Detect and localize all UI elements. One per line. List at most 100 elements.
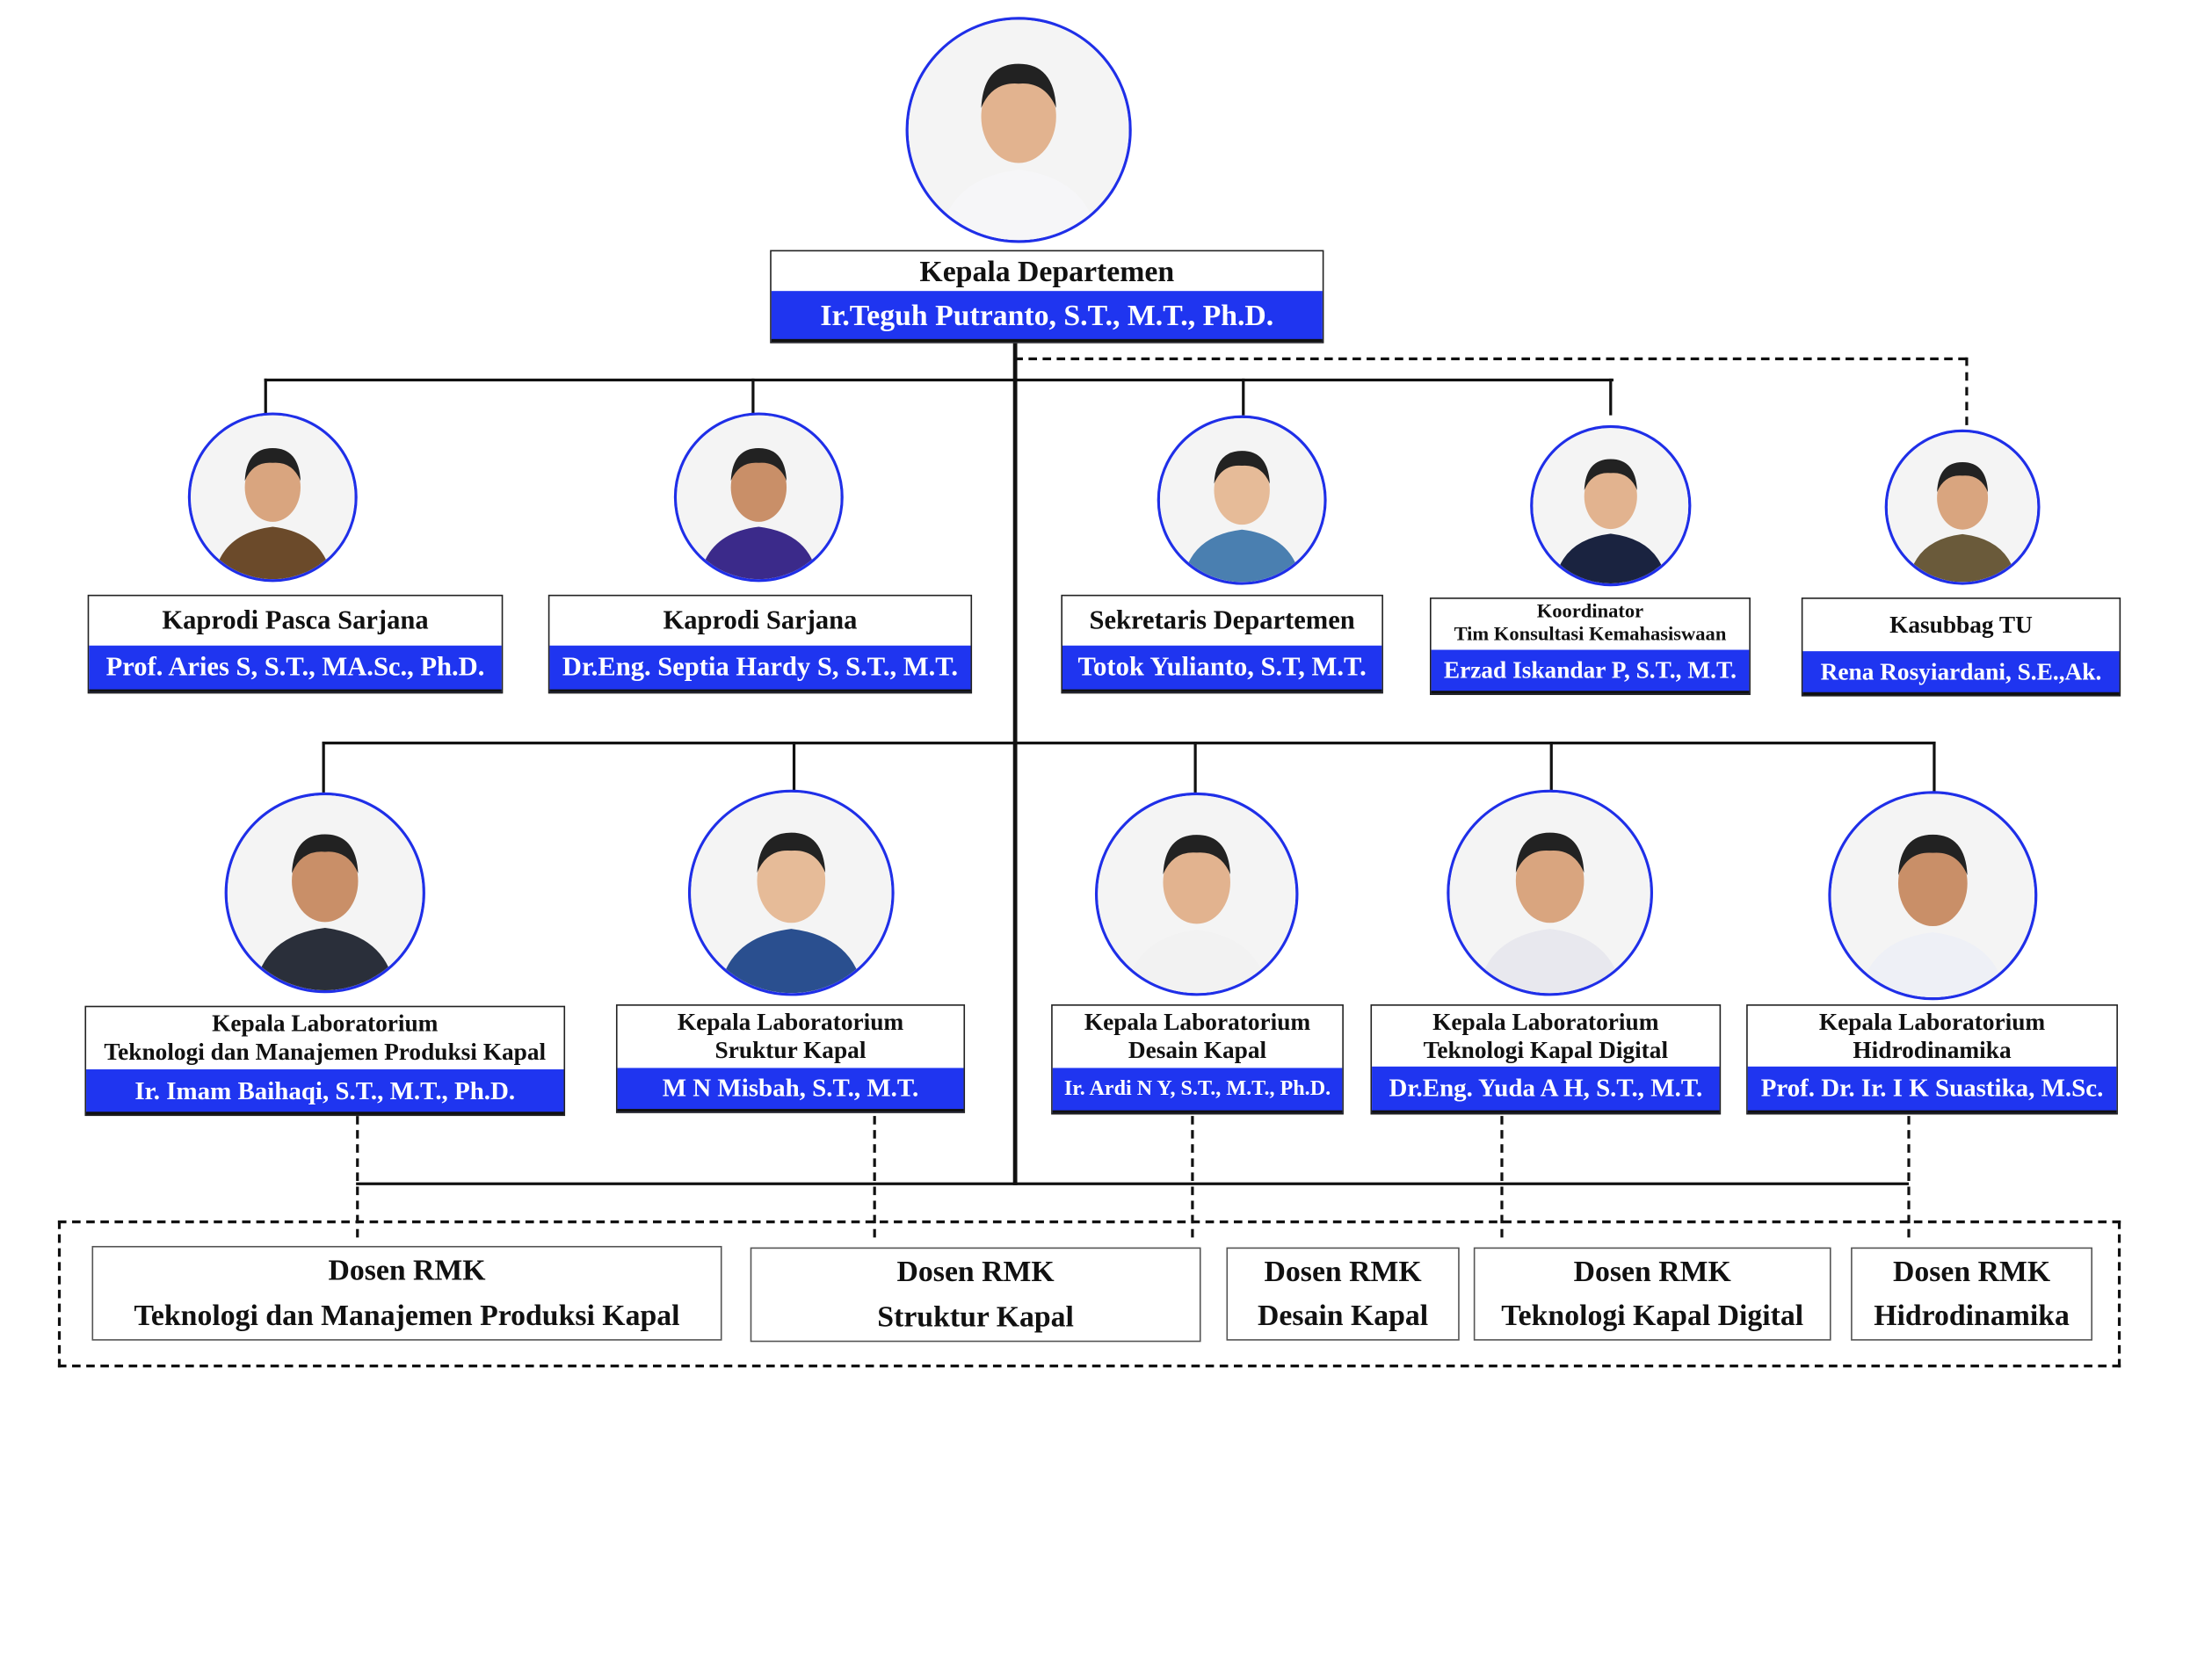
person-name: Ir.Teguh Putranto, S.T., M.T., Ph.D. [771, 291, 1323, 343]
title-line: Teknologi dan Manajemen Produksi Kapal [104, 1038, 547, 1066]
dosen-label: Dosen RMK [896, 1254, 1055, 1289]
dosen-label: Desain Kapal [1258, 1298, 1429, 1333]
connector-line [1549, 742, 1553, 793]
position-title: Kepala Departemen [772, 251, 1323, 291]
position-title: Sekretaris Departemen [1062, 596, 1381, 645]
title-line: Kepala Laboratorium [1818, 1008, 2046, 1036]
person-photo [905, 17, 1132, 243]
connector-line [792, 742, 796, 793]
dosen-rmk-box: Dosen RMK Hidrodinamika [1851, 1247, 2093, 1341]
person-name: Rena Rosyiardani, S.E.,Ak. [1802, 651, 2120, 695]
person-avatar-icon [677, 415, 841, 580]
person-photo [687, 789, 895, 996]
person-avatar-icon [1533, 428, 1689, 583]
title-line: Kepala Laboratorium [212, 1010, 439, 1038]
dosen-label: Teknologi dan Manajemen Produksi Kapal [134, 1297, 680, 1332]
title-line: Kasubbag TU [1889, 611, 2033, 639]
title-line: Kepala Departemen [919, 254, 1175, 288]
title-line: Hidrodinamika [1853, 1036, 2012, 1063]
dashed-connector [356, 1116, 359, 1238]
position-title: Kaprodi Sarjana [549, 596, 970, 645]
person-photo [224, 792, 425, 994]
dosen-label: Dosen RMK [328, 1253, 486, 1287]
person-avatar-icon [1831, 793, 2035, 998]
connector-line [356, 1182, 1910, 1185]
dosen-label: Dosen RMK [1573, 1253, 1731, 1288]
person-photo [187, 412, 358, 583]
dashed-connector [1500, 1116, 1504, 1238]
person-name: Ir. Ardi N Y, S.T., M.T., Ph.D. [1052, 1068, 1343, 1113]
connector-line [1933, 742, 1936, 793]
person-name: M N Misbah, S.T., M.T. [617, 1068, 964, 1112]
title-line: Desain Kapal [1128, 1037, 1267, 1064]
dashed-connector [1191, 1116, 1194, 1238]
connector-line [264, 378, 1613, 382]
connector-line [1193, 742, 1197, 793]
person-name: Dr.Eng. Septia Hardy S, S.T., M.T. [549, 645, 971, 692]
title-line: Kepala Laboratorium [677, 1009, 904, 1037]
title-line: Sruktur Kapal [714, 1037, 867, 1064]
dosen-label: Struktur Kapal [877, 1299, 1074, 1333]
connector-line [264, 378, 267, 416]
person-name: Dr.Eng. Yuda A H, S.T., M.T. [1372, 1066, 1720, 1113]
person-avatar-icon [691, 792, 892, 994]
person-photo [1828, 791, 2038, 1001]
person-photo [1530, 424, 1692, 587]
title-line: Kepala Laboratorium [1084, 1009, 1311, 1037]
dashed-connector [1014, 357, 1967, 360]
dosen-rmk-box: Dosen RMK Teknologi dan Manajemen Produks… [91, 1245, 722, 1341]
dosen-label: Dosen RMK [1892, 1253, 2051, 1288]
dosen-label: Dosen RMK [1264, 1253, 1422, 1288]
position-title: Kaprodi Pasca Sarjana [89, 596, 501, 645]
title-line: Kaprodi Sarjana [663, 605, 858, 635]
dashed-connector [873, 1116, 876, 1238]
title-line: Sekretaris Departemen [1089, 605, 1355, 635]
dosen-rmk-box: Dosen RMK Struktur Kapal [750, 1247, 1201, 1343]
person-avatar-icon [1887, 431, 2038, 583]
person-avatar-icon [1159, 417, 1324, 583]
connector-line [1609, 378, 1613, 416]
person-photo [673, 412, 844, 583]
dosen-rmk-box: Dosen RMK Desain Kapal [1226, 1247, 1460, 1341]
person-name: Ir. Imam Baihaqi, S.T., M.T., Ph.D. [86, 1069, 564, 1115]
person-avatar-icon [1098, 795, 1296, 994]
connector-line [751, 378, 755, 416]
person-photo [1094, 792, 1299, 996]
person-avatar-icon [1449, 792, 1650, 994]
dashed-connector [1907, 1116, 1911, 1238]
title-line: Teknologi Kapal Digital [1423, 1036, 1669, 1063]
person-photo [1447, 789, 1654, 996]
person-name: Erzad Iskandar P, S.T., M.T. [1431, 649, 1750, 694]
dashed-connector [1965, 357, 1969, 425]
title-line: Tim Konsultasi Kemahasiswaan [1454, 624, 1727, 646]
dosen-group-frame [57, 1220, 2121, 1368]
person-name: Prof. Aries S, S.T., MA.Sc., Ph.D. [89, 645, 502, 692]
title-line: Kepala Laboratorium [1432, 1008, 1659, 1036]
title-line: Kaprodi Pasca Sarjana [162, 605, 429, 635]
person-photo [1157, 415, 1327, 585]
connector-line [1242, 378, 1245, 416]
dosen-label: Hidrodinamika [1874, 1298, 2070, 1333]
person-photo [1884, 429, 2041, 585]
connector-line [1012, 342, 1018, 1185]
person-avatar-icon [908, 19, 1129, 241]
row2-box: Kasubbag TU Rena Rosyiardani, S.E.,Ak. [1801, 597, 2121, 697]
position-title: Kasubbag TU [1802, 599, 2119, 651]
person-name: Totok Yulianto, S.T, M.T. [1062, 645, 1382, 692]
